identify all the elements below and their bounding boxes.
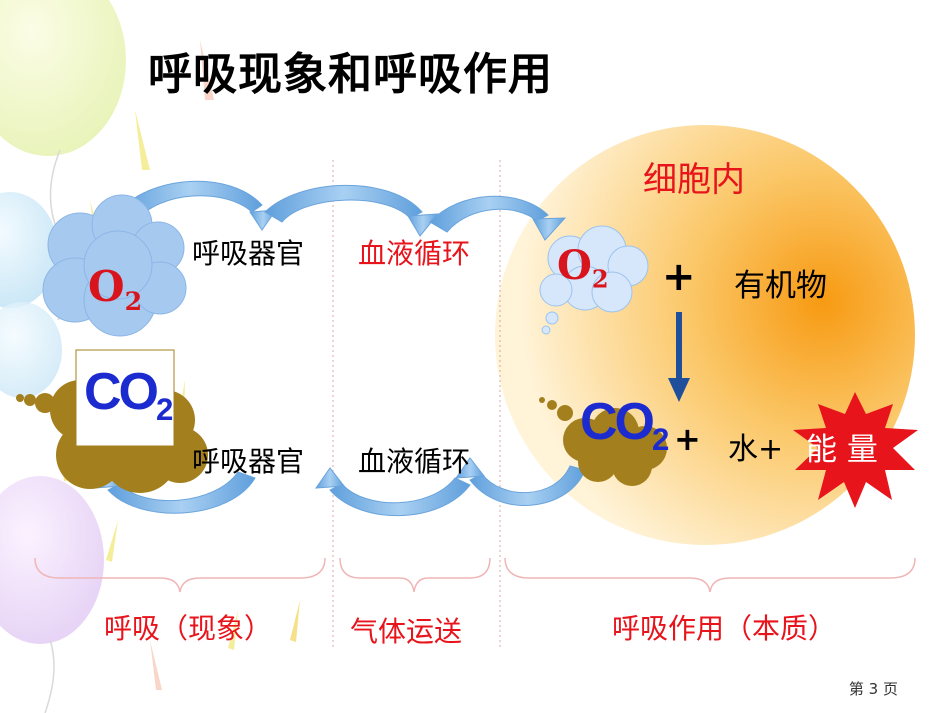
section-braces — [34, 557, 916, 593]
section-label-respiration: 呼吸（现象） — [104, 612, 273, 645]
organ-label-top: 呼吸器官 — [192, 237, 305, 270]
cell-interior-label: 细胞内 — [643, 160, 745, 200]
section-label-cellular-respiration: 呼吸作用（本质） — [612, 612, 837, 645]
o2-cloud-cell — [539, 225, 649, 335]
water-label: 水+ — [728, 432, 784, 467]
organ-label-bottom: 呼吸器官 — [192, 445, 305, 478]
co2-label-cell: CO2 — [580, 392, 669, 458]
balloon-decoration — [0, 0, 126, 713]
co2-cloud-cell — [539, 397, 667, 486]
o2-subscript-cell: 2 — [591, 264, 609, 294]
slide-title: 呼吸现象和呼吸作用 — [148, 49, 553, 100]
organic-matter-label: 有机物 — [734, 268, 827, 304]
o2-label-cell: O2 — [557, 242, 609, 293]
co2-subscript-cell: 2 — [652, 421, 670, 457]
co2-symbol-left: CO — [84, 363, 159, 421]
circulation-label-top: 血液循环 — [358, 237, 471, 270]
co2-symbol-cell: CO — [580, 393, 655, 451]
section-label-gas-transport: 气体运送 — [350, 615, 463, 648]
energy-burst — [793, 392, 918, 508]
page-number: 第 3 页 — [848, 680, 898, 698]
co2-label-left: CO2 — [84, 362, 173, 428]
plus-sign-top: + — [662, 254, 696, 300]
co2-subscript-left: 2 — [156, 391, 174, 427]
bottom-flow-arrows — [93, 457, 586, 517]
top-flow-arrows — [117, 180, 567, 241]
o2-cloud-left — [42, 194, 187, 337]
co2-box-left — [75, 349, 175, 447]
energy-label: 能 量 — [806, 432, 878, 468]
o2-subscript-left: 2 — [124, 285, 143, 316]
circulation-label-bottom: 血液循环 — [358, 445, 471, 478]
down-arrow — [668, 312, 690, 402]
plus-sign-bottom: + — [674, 420, 701, 458]
o2-label-left: O2 — [88, 262, 142, 316]
o2-symbol-left: O — [88, 262, 125, 311]
o2-symbol-cell: O — [557, 242, 592, 289]
